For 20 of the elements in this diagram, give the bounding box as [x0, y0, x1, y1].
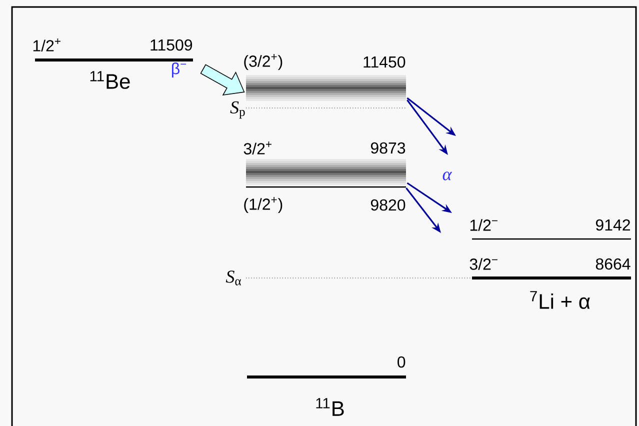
- energy-label: 8664: [596, 258, 630, 270]
- spin-parity-label: 1/2$^{+}$: [33, 38, 60, 52]
- channel-label: $^{7}$Li + α: [530, 291, 590, 309]
- nucleus-label: $^{11}$B: [316, 398, 344, 416]
- spin-parity-label: 3/2$^{−}$: [470, 258, 498, 270]
- spin-parity-label: (1/2$^{+}$): [244, 196, 282, 214]
- spin-parity-label: 1/2$^{−}$: [470, 219, 498, 231]
- energy-label: 9873: [370, 142, 406, 154]
- energy-label: 11509: [150, 39, 192, 51]
- decay-arrow: [200, 64, 245, 96]
- threshold-label: S$_{α}$: [226, 270, 242, 286]
- energy-label: 11450: [364, 56, 406, 68]
- threshold-label: S$_{p}$: [230, 101, 245, 119]
- spin-parity-label: 3/2$^{+}$: [244, 142, 272, 154]
- spin-parity-label: (3/2$^{+}$): [244, 54, 282, 70]
- decay-label: α: [442, 172, 452, 180]
- edge-label: β$^{−}$: [172, 62, 186, 78]
- energy-label: 9142: [596, 219, 630, 231]
- energy-label: 9820: [370, 199, 406, 211]
- energy-label: 0: [398, 356, 406, 368]
